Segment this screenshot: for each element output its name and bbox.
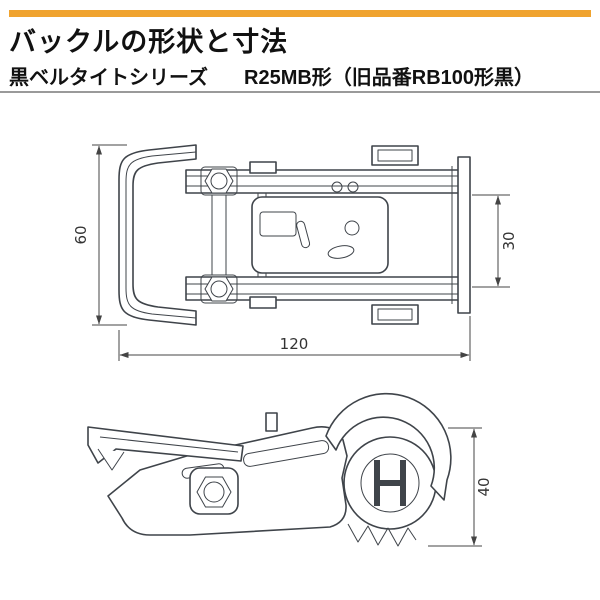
dim-label-40: 40 — [475, 477, 493, 496]
hex-nut-bottom — [204, 276, 234, 302]
end-cap — [457, 156, 471, 314]
crossbar-tab-bottom — [249, 296, 277, 309]
handle-bracket — [118, 144, 197, 326]
stop-pin — [265, 412, 278, 432]
subheader: 黒ベルタイトシリーズ R25MB形（旧品番RB100形黒） — [9, 61, 534, 90]
bolt-circle — [203, 481, 225, 503]
page-title: バックルの形状と寸法 — [9, 27, 289, 57]
release-lever — [87, 426, 244, 464]
strap-slot — [243, 440, 330, 467]
header-divider — [0, 91, 600, 93]
strap-tab-top-inner — [377, 149, 413, 162]
washer-bottom — [200, 274, 238, 304]
dimension-40: 40 — [428, 427, 493, 547]
lever-tip — [97, 448, 125, 471]
hex-bolt — [196, 476, 232, 508]
dimension-120: 120 — [118, 316, 471, 361]
slot-hole — [327, 245, 355, 259]
strap-tab-top — [371, 145, 419, 166]
pivot-hole — [344, 220, 360, 236]
top-view-drawing: 60 30 120 — [72, 144, 518, 361]
rivet-hole — [331, 181, 343, 193]
model-name: R25MB形（旧品番RB100形黒） — [244, 67, 535, 89]
bolt-circle-bottom — [210, 280, 228, 298]
pawl-window — [259, 211, 297, 237]
dim-label-60: 60 — [72, 225, 90, 244]
lever-edge — [99, 436, 239, 453]
dim-label-120: 120 — [280, 335, 309, 353]
ratchet-teeth — [347, 523, 417, 547]
ratchet-plate — [251, 196, 389, 274]
dimension-30: 30 — [472, 194, 518, 288]
hex-nut-top — [204, 168, 234, 194]
strap-tab-bottom-inner — [377, 308, 413, 321]
accent-bar — [9, 10, 591, 17]
side-view-drawing: 40 — [87, 392, 493, 547]
bolt-circle-top — [210, 172, 228, 190]
handle-bracket-inner — [125, 151, 197, 319]
dim-label-30: 30 — [500, 231, 518, 250]
rivet-hole — [347, 181, 359, 193]
crossbar-tab-top — [249, 161, 277, 174]
washer-top — [200, 166, 238, 196]
spool-webbing-slot — [374, 460, 406, 506]
spring-pin — [296, 220, 311, 249]
strap-tab-bottom — [371, 304, 419, 325]
series-name: 黒ベルタイトシリーズ — [9, 67, 208, 89]
dimension-60: 60 — [72, 144, 127, 326]
technical-drawing: 60 30 120 — [72, 144, 518, 547]
hook — [325, 392, 452, 501]
